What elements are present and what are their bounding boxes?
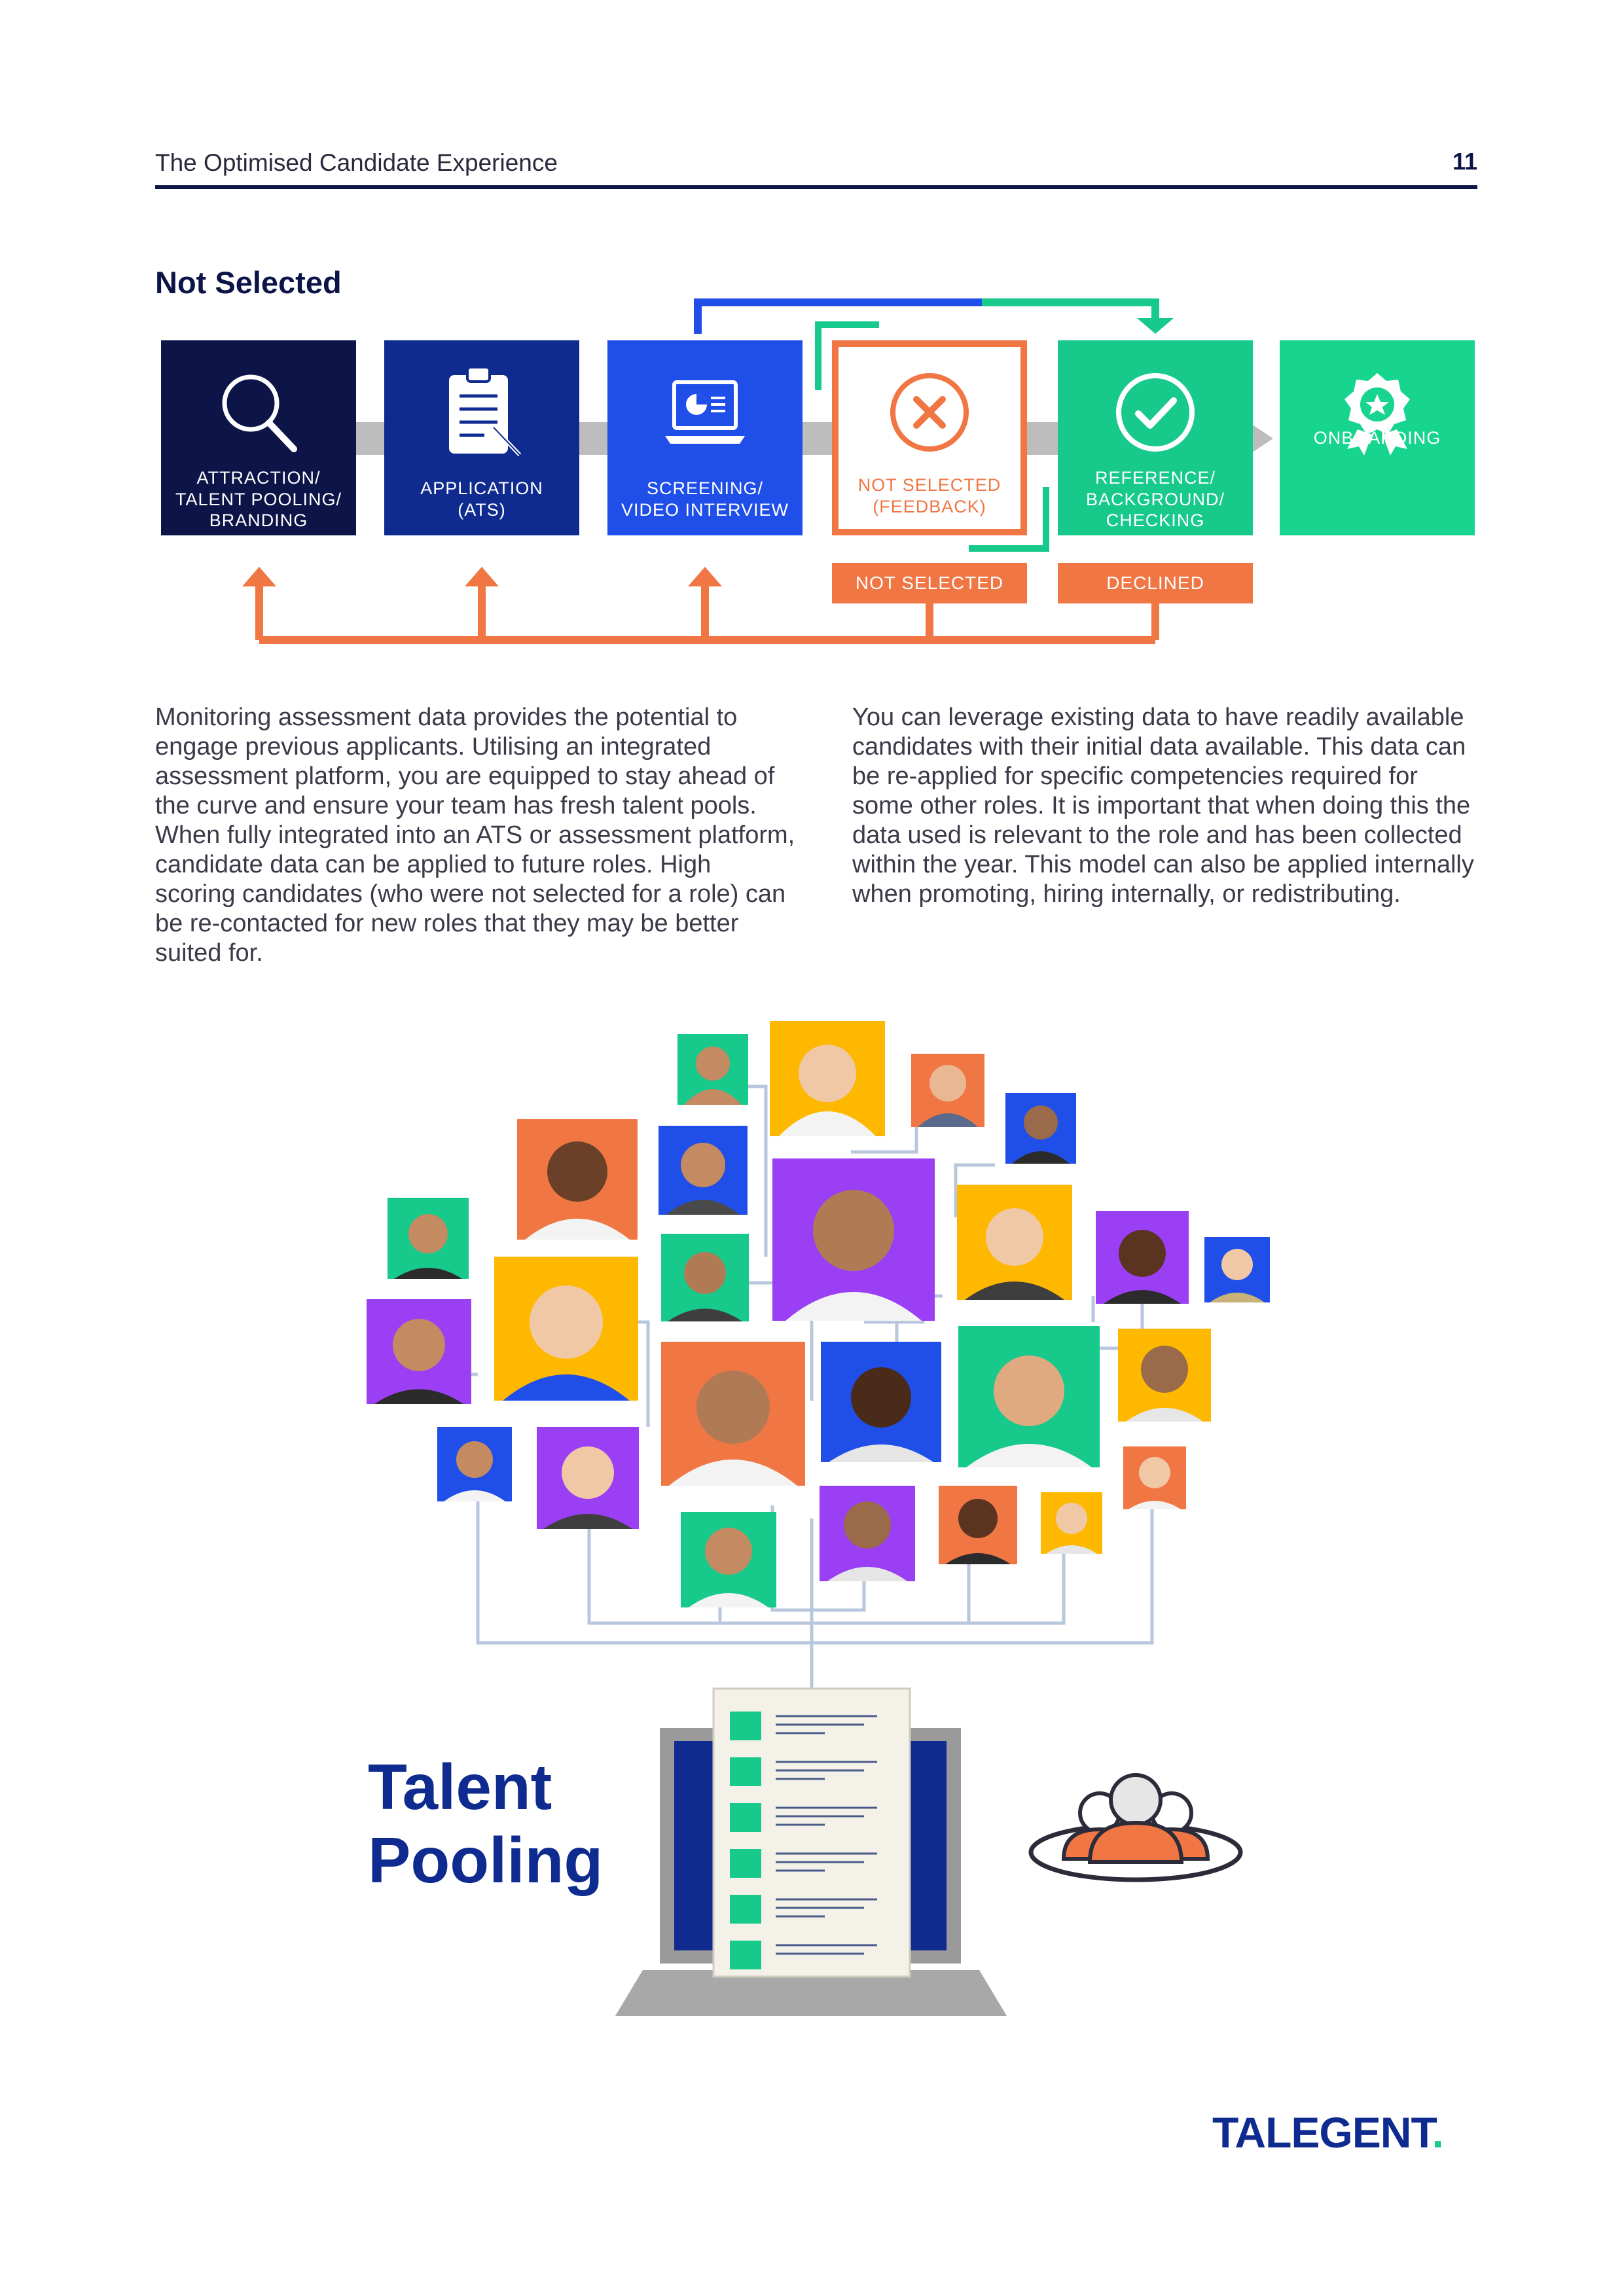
- check-circle-icon: [1103, 360, 1208, 465]
- body-text-right: You can leverage existing data to have r…: [852, 704, 1474, 908]
- section-heading: Not Selected: [155, 265, 342, 300]
- step-label: APPLICATION (ATS): [420, 478, 543, 520]
- step-label: NOT SELECTED (FEEDBACK): [857, 475, 1001, 516]
- document-list-icon: [712, 1687, 911, 1978]
- step-reference: REFERENCE/ BACKGROUND/ CHECKING: [1058, 340, 1253, 535]
- step-not-selected: NOT SELECTED (FEEDBACK): [832, 340, 1027, 535]
- group-people-icon: [1028, 1773, 1243, 1882]
- header-divider: [155, 185, 1477, 189]
- tag-not-selected: NOT SELECTED: [832, 563, 1027, 603]
- process-flow-diagram: [242, 298, 1273, 644]
- brand-wordmark: TALEGENT: [1212, 2108, 1432, 2157]
- talent-pool-illustration: [367, 1021, 1270, 2016]
- step-onboarding: ONBOARDING: [1280, 340, 1475, 535]
- brand-logo: TALEGENT.: [1212, 2108, 1444, 2157]
- step-label: REFERENCE/ BACKGROUND/ CHECKING: [1085, 467, 1225, 531]
- top-loop-arrowhead: [1137, 318, 1174, 334]
- green-bracket-bottom: [969, 487, 1049, 552]
- step-application: APPLICATION (ATS): [384, 340, 579, 535]
- tag-declined: DECLINED: [1058, 563, 1253, 603]
- step-screening: SCREENING/ VIDEO INTERVIEW: [607, 340, 803, 535]
- step-label: SCREENING/ VIDEO INTERVIEW: [621, 478, 789, 520]
- candidate-faces: [374, 1045, 1265, 1607]
- feedback-arrowhead-application: [465, 567, 499, 586]
- green-bracket-top: [815, 321, 879, 390]
- clipboard-icon: [429, 360, 534, 465]
- step-label: ONBOARDING: [1313, 427, 1441, 448]
- award-badge-icon: [1325, 360, 1430, 465]
- feedback-loop-line: [255, 584, 1159, 644]
- top-loop-line-green: [982, 298, 1159, 321]
- laptop-presentation-icon: [653, 360, 757, 465]
- feedback-arrowhead-attraction: [242, 567, 276, 586]
- brand-dot: .: [1432, 2108, 1443, 2157]
- magnifier-icon: [206, 360, 311, 465]
- talent-pooling-title: Talent Pooling: [368, 1751, 604, 1896]
- page-number: 11: [1452, 148, 1477, 175]
- feedback-arrowhead-screening: [688, 567, 722, 586]
- top-loop-line-blue: [694, 298, 982, 334]
- running-header: The Optimised Candidate Experience: [155, 149, 558, 176]
- x-circle-icon: [877, 360, 982, 465]
- step-label: ATTRACTION/ TALENT POOLING/ BRANDING: [175, 467, 342, 531]
- step-attraction: ATTRACTION/ TALENT POOLING/ BRANDING: [161, 340, 356, 535]
- body-text-left: Monitoring assessment data provides the …: [155, 704, 795, 967]
